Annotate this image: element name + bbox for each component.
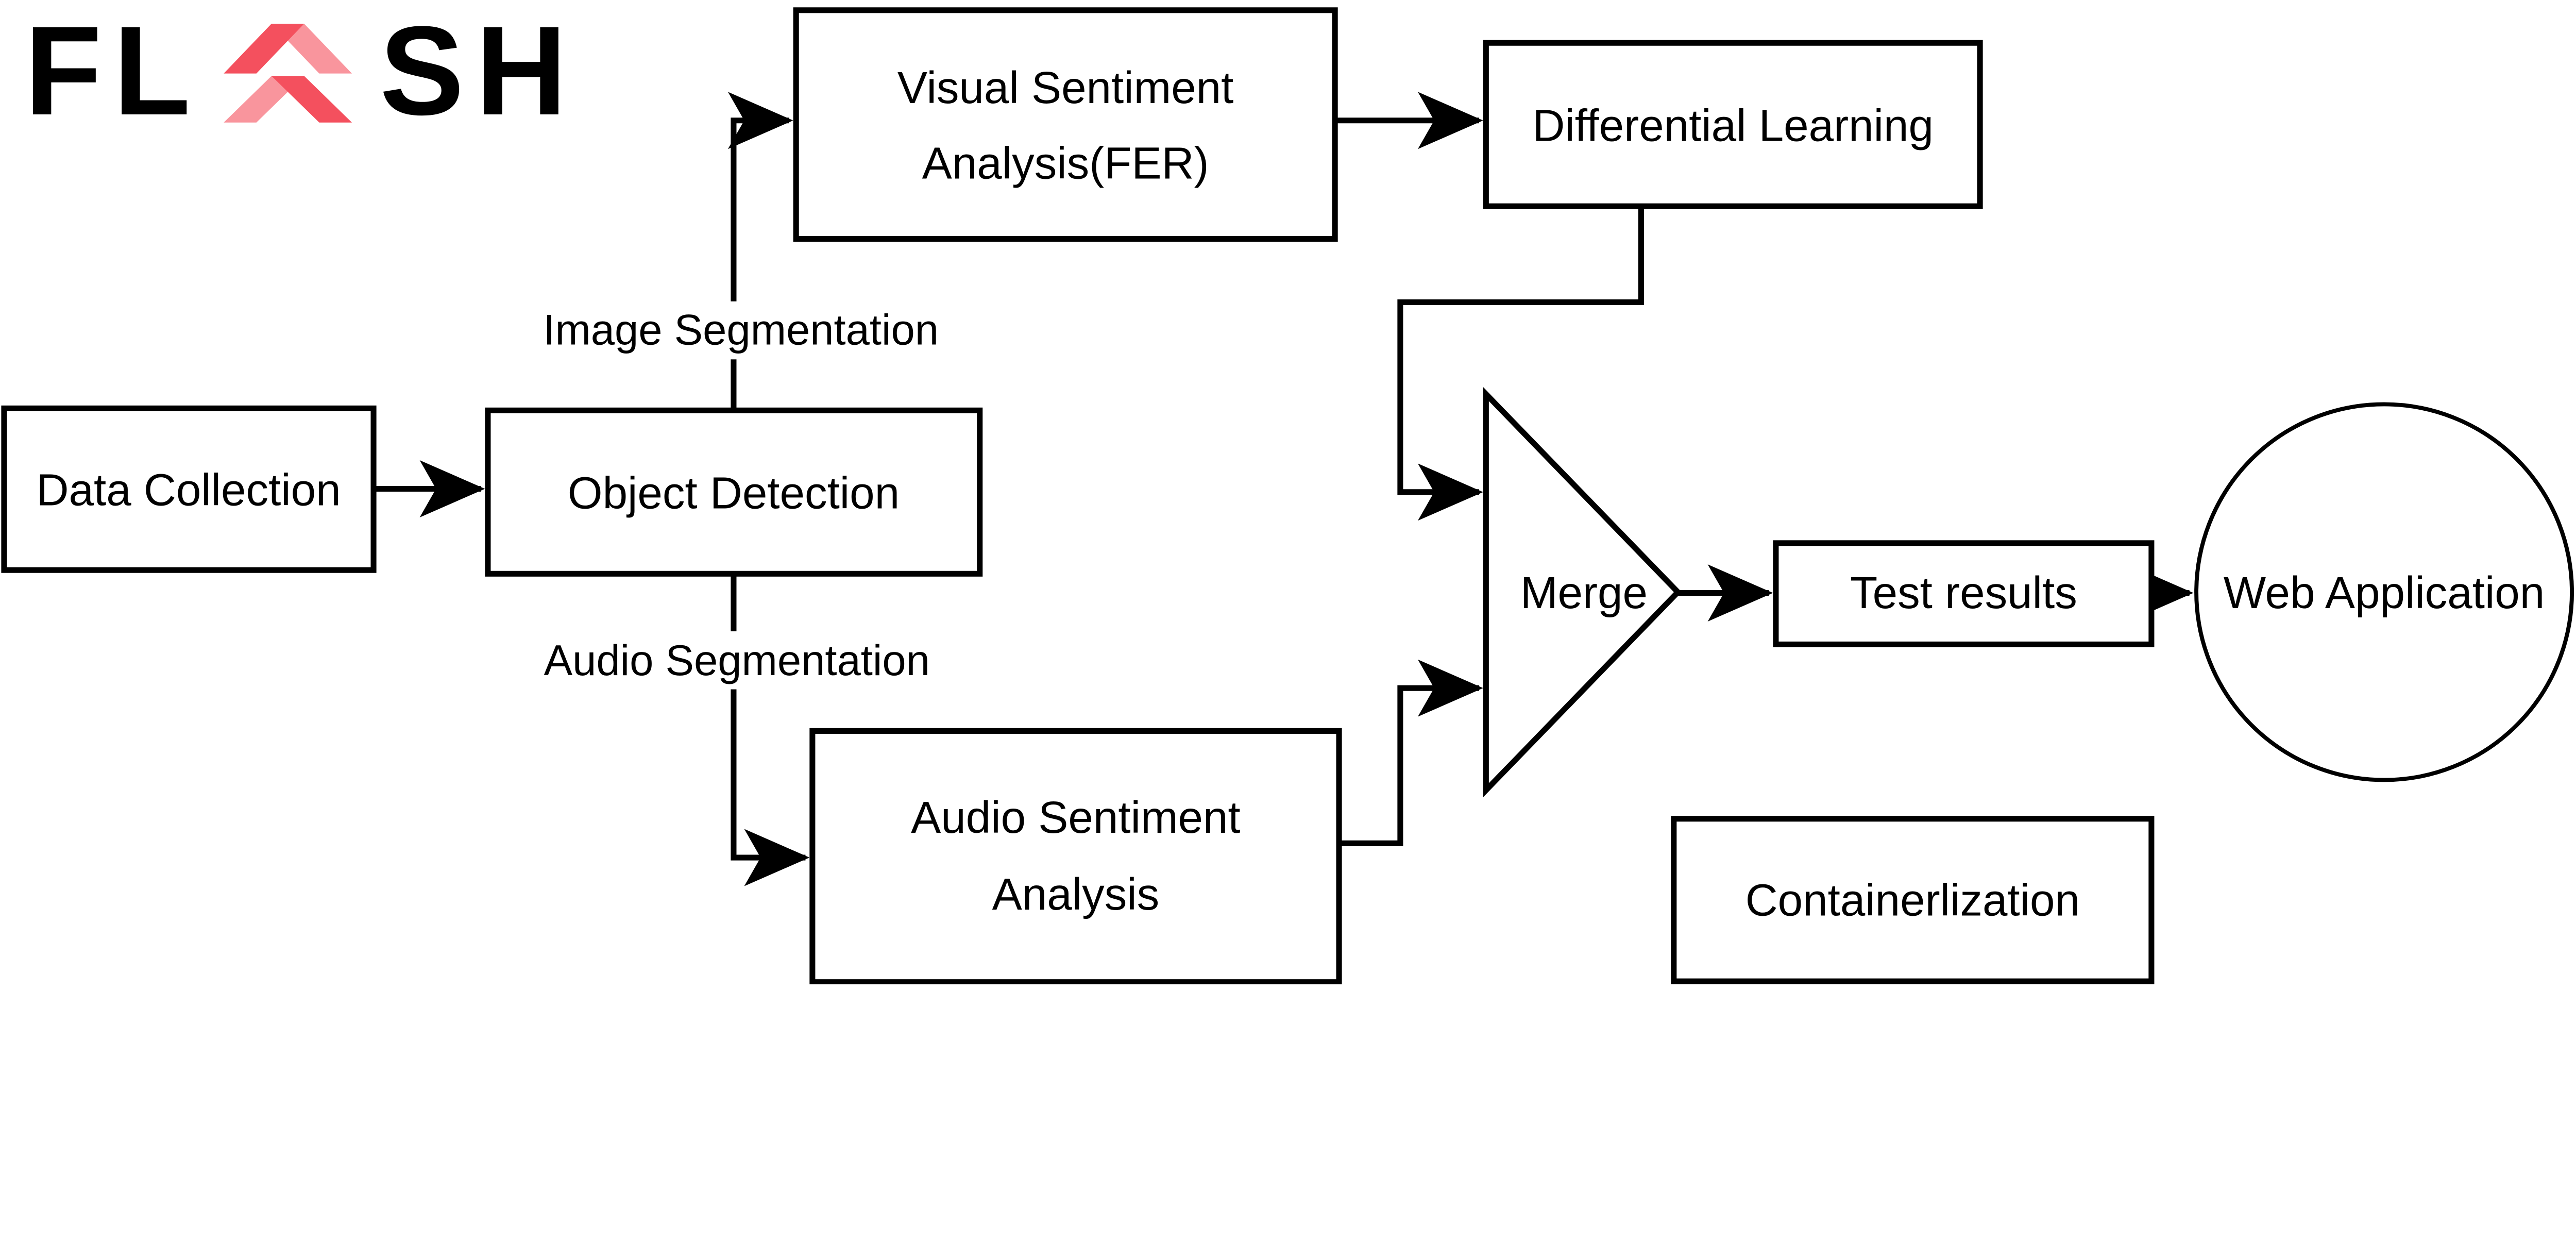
merge-label: Merge bbox=[1520, 568, 1648, 618]
edge-audio-sentiment-to-merge bbox=[1339, 659, 1483, 846]
edge-differential-learning-to-merge bbox=[1397, 206, 1644, 521]
node-visual-sentiment-analysis: Visual Sentiment Analysis(FER) bbox=[793, 7, 1338, 242]
node-data-collection: Data Collection bbox=[1, 405, 377, 573]
audio-sentiment-analysis-label-line1: Audio Sentiment bbox=[911, 793, 1241, 843]
web-application-circle bbox=[2194, 402, 2574, 782]
test-results-box bbox=[1773, 540, 2155, 647]
edge-object-detection-to-visual-sentiment bbox=[727, 92, 793, 411]
containerlization-label: Containerlization bbox=[1745, 876, 2080, 926]
web-application-label: Web Application bbox=[2224, 568, 2545, 618]
node-differential-learning: Differential Learning bbox=[1483, 40, 1983, 209]
image-segmentation-label-background bbox=[531, 301, 952, 360]
logo-letters-sh: SH bbox=[380, 1, 579, 142]
edge-label-audio-segmentation: Audio Segmentation bbox=[531, 631, 947, 690]
logo-letters-fl: FL bbox=[25, 1, 202, 142]
audio-sentiment-analysis-label-line2: Analysis bbox=[992, 869, 1160, 919]
object-detection-box bbox=[485, 407, 983, 577]
edge-label-image-segmentation: Image Segmentation bbox=[531, 301, 952, 360]
visual-sentiment-analysis-box bbox=[793, 7, 1338, 242]
image-segmentation-label: Image Segmentation bbox=[543, 306, 939, 354]
node-audio-sentiment-analysis: Audio Sentiment Analysis bbox=[809, 728, 1342, 984]
audio-segmentation-label-background bbox=[531, 631, 947, 690]
test-results-label: Test results bbox=[1850, 568, 2077, 618]
node-object-detection: Object Detection bbox=[485, 407, 983, 577]
flowchart-diagram: FL SH Image Segmentation Audio Segmentat… bbox=[1, 0, 2574, 984]
logo-arrow-top-left-stroke bbox=[224, 23, 304, 74]
flowchart-page: FL SH Image Segmentation Audio Segmentat… bbox=[1, 0, 2574, 984]
audio-sentiment-analysis-box bbox=[809, 728, 1342, 984]
audio-segmentation-label: Audio Segmentation bbox=[544, 636, 930, 684]
object-detection-label: Object Detection bbox=[568, 468, 900, 518]
flash-logo: FL SH bbox=[25, 1, 579, 142]
logo-arrow-a-icon bbox=[224, 23, 352, 123]
visual-sentiment-analysis-label-line1: Visual Sentiment bbox=[897, 63, 1233, 113]
data-collection-label: Data Collection bbox=[37, 465, 341, 515]
node-merge: Merge bbox=[1483, 387, 1682, 797]
differential-learning-label: Differential Learning bbox=[1532, 101, 1933, 151]
differential-learning-box bbox=[1483, 40, 1983, 209]
merge-triangle bbox=[1483, 387, 1682, 797]
containerlization-box bbox=[1671, 816, 2155, 984]
logo-arrow-bottom-right-stroke bbox=[271, 76, 352, 123]
visual-sentiment-analysis-label-line2: Analysis(FER) bbox=[922, 138, 1209, 188]
node-test-results: Test results bbox=[1773, 540, 2155, 647]
edge-object-detection-to-audio-sentiment bbox=[731, 574, 810, 886]
data-collection-box bbox=[1, 405, 377, 573]
node-web-application: Web Application bbox=[2194, 402, 2574, 782]
node-containerlization: Containerlization bbox=[1671, 816, 2155, 984]
